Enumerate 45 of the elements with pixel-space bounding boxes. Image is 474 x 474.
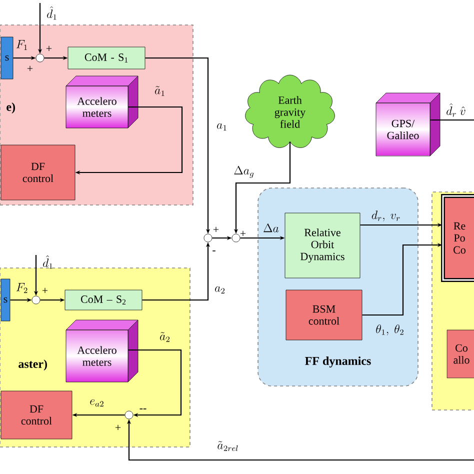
group-heading: aster) bbox=[18, 360, 47, 370]
group-heading: e) bbox=[6, 102, 15, 114]
signal-label: $d_r,\ v_r$ bbox=[372, 210, 400, 222]
summing-junction bbox=[36, 54, 44, 62]
summing-junction bbox=[124, 410, 134, 420]
block-box: CoM - S$_{1}$ bbox=[68, 46, 146, 70]
signal-label: $\tilde{a}_1$ bbox=[155, 86, 164, 96]
signal-label: $\hat{d}_r\ \hat{v}$ bbox=[446, 103, 466, 117]
sign-label: + bbox=[42, 288, 48, 294]
sign-label: + bbox=[27, 66, 33, 72]
block-box: Co allo bbox=[446, 330, 474, 378]
cube-block: GPS/ Galileo bbox=[376, 92, 440, 156]
block-box: s bbox=[0, 278, 10, 322]
block-box: BSM control bbox=[286, 290, 362, 340]
summing-junction bbox=[204, 234, 212, 242]
group-heading: FF dynamics bbox=[305, 356, 371, 368]
cube-block: Accelero meters bbox=[66, 76, 138, 128]
signal-label: $F_1$ bbox=[16, 40, 27, 50]
summing-junction bbox=[232, 234, 240, 242]
block-box: DF control bbox=[0, 390, 72, 440]
signal-label: $\tilde{a}_2$ bbox=[160, 332, 170, 342]
signal-label: $\tilde{a}_{2rel}$ bbox=[218, 441, 238, 451]
sign-label: + bbox=[240, 230, 246, 236]
block-box: CoM – S$_{2}$ bbox=[64, 290, 142, 310]
sign-label: + bbox=[213, 226, 219, 232]
block-box: Re Po Co bbox=[441, 194, 474, 282]
signal-label: $\Delta a_g$ bbox=[234, 166, 254, 178]
sign-label: - bbox=[212, 250, 216, 252]
cube-block: Accelero meters bbox=[66, 320, 138, 382]
summing-junction bbox=[32, 296, 40, 304]
block-box: s bbox=[0, 36, 14, 80]
signal-label: $\Delta a$ bbox=[264, 224, 279, 232]
sign-label: + bbox=[115, 424, 121, 430]
signal-label: $a_2$ bbox=[215, 286, 225, 294]
signal-label: $\theta_1,\ \theta_2$ bbox=[376, 324, 404, 336]
signal-label: $e_{a2}$ bbox=[90, 399, 104, 407]
sign-label: -- bbox=[140, 408, 146, 410]
signal-label: $a_1$ bbox=[217, 123, 226, 130]
signal-label: $F_2$ bbox=[16, 283, 28, 293]
block-box: Relative Orbit Dynamics bbox=[284, 212, 360, 278]
connector-arrow bbox=[128, 349, 182, 418]
sign-label: + bbox=[46, 46, 52, 52]
block-box: DF control bbox=[0, 144, 76, 200]
signal-label: $\hat{d}_1$ bbox=[47, 6, 56, 20]
signal-label: $\hat{d}_1$ bbox=[43, 255, 52, 269]
